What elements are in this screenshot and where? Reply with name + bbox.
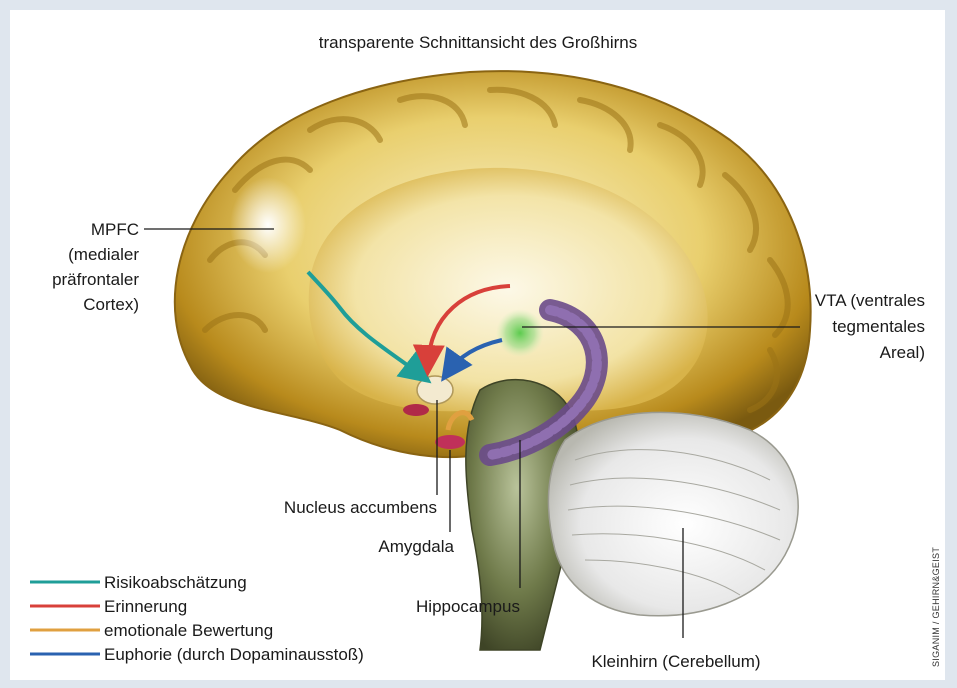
nucleus-accumbens-structure — [417, 376, 453, 404]
brain-illustration: transparente Schnittansicht des Großhirn… — [10, 10, 945, 680]
cerebellum — [548, 412, 798, 615]
mpfc-glow — [230, 177, 306, 273]
label-vta-line2: tegmentales — [832, 317, 925, 336]
red-structure-1 — [403, 404, 429, 416]
label-kleinhirn: Kleinhirn (Cerebellum) — [591, 652, 760, 671]
label-vta-line3: Areal) — [880, 343, 925, 362]
vta-region — [496, 309, 544, 357]
label-mpfc-line4: Cortex) — [83, 295, 139, 314]
figure-panel: transparente Schnittansicht des Großhirn… — [10, 10, 945, 680]
figure-title: transparente Schnittansicht des Großhirn… — [319, 33, 637, 52]
label-mpfc-line3: präfrontaler — [52, 270, 139, 289]
label-mpfc-line1: MPFC — [91, 220, 139, 239]
amygdala-structure — [435, 435, 465, 449]
legend-label-3: Euphorie (durch Dopaminausstoß) — [104, 645, 364, 664]
label-mpfc-line2: (medialer — [68, 245, 139, 264]
legend: Risikoabschätzung Erinnerung emotionale … — [30, 573, 364, 664]
image-credit: SIGANIM / GEHIRN&GEIST — [931, 547, 941, 667]
legend-label-0: Risikoabschätzung — [104, 573, 247, 592]
label-amygdala: Amygdala — [378, 537, 454, 556]
legend-label-1: Erinnerung — [104, 597, 187, 616]
legend-label-2: emotionale Bewertung — [104, 621, 273, 640]
label-hippocampus: Hippocampus — [416, 597, 520, 616]
label-vta-line1: VTA (ventrales — [815, 291, 925, 310]
label-nucleus-accumbens: Nucleus accumbens — [284, 498, 437, 517]
